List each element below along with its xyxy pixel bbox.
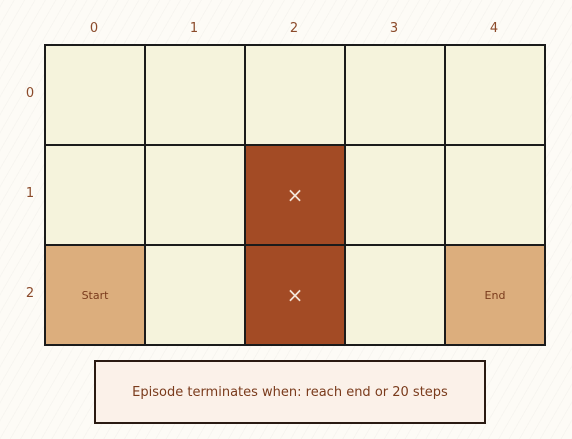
- grid-cell-empty: [44, 144, 146, 246]
- column-label: 4: [489, 21, 499, 36]
- row-label: 1: [25, 186, 35, 201]
- grid-cell-empty: [144, 44, 246, 146]
- grid-cell-empty: [144, 244, 246, 346]
- grid-cell-obstacle: ×: [244, 144, 346, 246]
- grid-cell-obstacle: ×: [244, 244, 346, 346]
- grid-cell-end: End: [444, 244, 546, 346]
- grid-cell-empty: [144, 144, 246, 246]
- termination-text: Episode terminates when: reach end or 20…: [132, 384, 448, 400]
- grid-cell-empty: [344, 44, 446, 146]
- grid-cell-empty: [444, 44, 546, 146]
- grid-cell-empty: [44, 44, 146, 146]
- grid-cell-empty: [244, 44, 346, 146]
- termination-banner: Episode terminates when: reach end or 20…: [94, 360, 486, 424]
- start-label: Start: [81, 288, 109, 302]
- obstacle-x-icon: ×: [286, 183, 304, 207]
- column-label: 3: [389, 21, 399, 36]
- grid-cell-empty: [344, 244, 446, 346]
- column-label: 1: [189, 21, 199, 36]
- end-label: End: [484, 288, 506, 302]
- grid-cell-start: Start: [44, 244, 146, 346]
- grid-cell-empty: [344, 144, 446, 246]
- row-label: 0: [25, 86, 35, 101]
- row-label: 2: [25, 286, 35, 301]
- column-label: 2: [289, 21, 299, 36]
- grid-cell-empty: [444, 144, 546, 246]
- column-label: 0: [89, 21, 99, 36]
- obstacle-x-icon: ×: [286, 283, 304, 307]
